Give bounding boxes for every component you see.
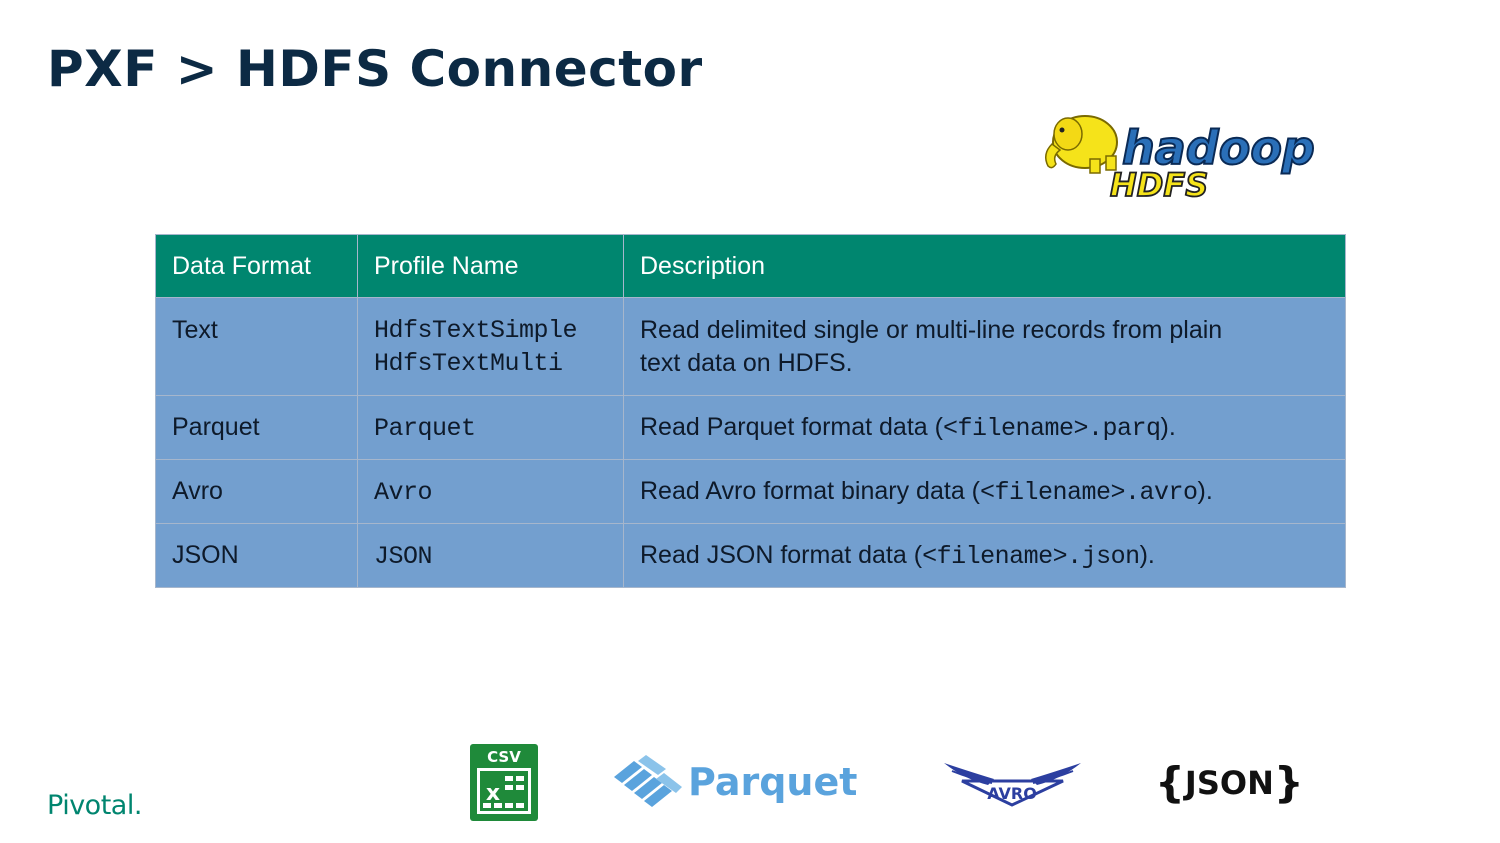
json-close-brace: } xyxy=(1273,758,1304,807)
format-cell: JSON xyxy=(155,523,358,588)
table-row: Avro Avro Read Avro format binary data (… xyxy=(155,459,1346,524)
hadoop-word: hadoop xyxy=(1122,121,1315,175)
table-row: Parquet Parquet Read Parquet format data… xyxy=(155,395,1346,460)
profile-name: HdfsTextMulti xyxy=(374,349,563,378)
description-cell: Read Avro format binary data (<filename>… xyxy=(623,459,1346,524)
data-format-table: Data Format Profile Name Description Tex… xyxy=(155,234,1346,588)
avro-word: AVRO xyxy=(987,784,1037,803)
header-data-format: Data Format xyxy=(155,234,358,298)
parquet-logo: Parquet xyxy=(614,755,857,807)
description-cell: Read JSON format data (<filename>.json). xyxy=(623,523,1346,588)
csv-file-icon: CSV x xyxy=(470,744,538,821)
hdfs-word: HDFS xyxy=(1110,166,1208,204)
json-logo: {JSON} xyxy=(1155,758,1304,807)
json-word: JSON xyxy=(1184,764,1274,802)
table-row: JSON JSON Read JSON format data (<filena… xyxy=(155,523,1346,588)
header-profile-name: Profile Name xyxy=(357,234,624,298)
profile-cell: Avro xyxy=(357,459,624,524)
description-suffix: ). xyxy=(1197,477,1213,505)
description-line: text data on HDFS. xyxy=(640,349,853,377)
profile-name: JSON xyxy=(374,542,433,571)
profile-name: Parquet xyxy=(374,414,476,443)
svg-text:x: x xyxy=(486,781,500,806)
description-suffix: ). xyxy=(1160,413,1176,441)
profile-name: HdfsTextSimple xyxy=(374,316,578,345)
description-cell: Read Parquet format data (<filename>.par… xyxy=(623,395,1346,460)
description-code: <filename>.parq xyxy=(942,414,1161,443)
table-header-row: Data Format Profile Name Description xyxy=(155,234,1346,298)
pivotal-logo: Pivotal. xyxy=(47,790,142,821)
description-text: Read JSON format data ( xyxy=(640,541,923,569)
description-cell: Read delimited single or multi-line reco… xyxy=(623,297,1346,396)
json-open-brace: { xyxy=(1155,758,1185,807)
description-text: Read Avro format binary data ( xyxy=(640,477,980,505)
description-code: <filename>.avro xyxy=(980,478,1198,507)
format-cell: Parquet xyxy=(155,395,358,460)
profile-name: Avro xyxy=(374,478,433,507)
header-description: Description xyxy=(623,234,1346,298)
parquet-tiles-icon xyxy=(614,755,682,807)
description-line: Read delimited single or multi-line reco… xyxy=(640,316,1223,344)
avro-logo: AVRO xyxy=(944,763,1081,807)
description-code: <filename>.json xyxy=(922,542,1140,571)
profile-cell: HdfsTextSimple HdfsTextMulti xyxy=(357,297,624,396)
slide-title: PXF > HDFS Connector xyxy=(47,40,703,98)
csv-label: CSV xyxy=(487,748,521,766)
format-cell: Text xyxy=(155,297,358,396)
hadoop-elephant-icon xyxy=(1045,115,1118,174)
description-suffix: ). xyxy=(1139,541,1155,569)
parquet-word: Parquet xyxy=(688,760,857,804)
hadoop-hdfs-logo: hadoop HDFS xyxy=(1045,115,1316,204)
description-text: Read Parquet format data ( xyxy=(640,413,943,441)
profile-cell: Parquet xyxy=(357,395,624,460)
format-cell: Avro xyxy=(155,459,358,524)
table-row: Text HdfsTextSimple HdfsTextMulti Read d… xyxy=(155,297,1346,396)
profile-cell: JSON xyxy=(357,523,624,588)
